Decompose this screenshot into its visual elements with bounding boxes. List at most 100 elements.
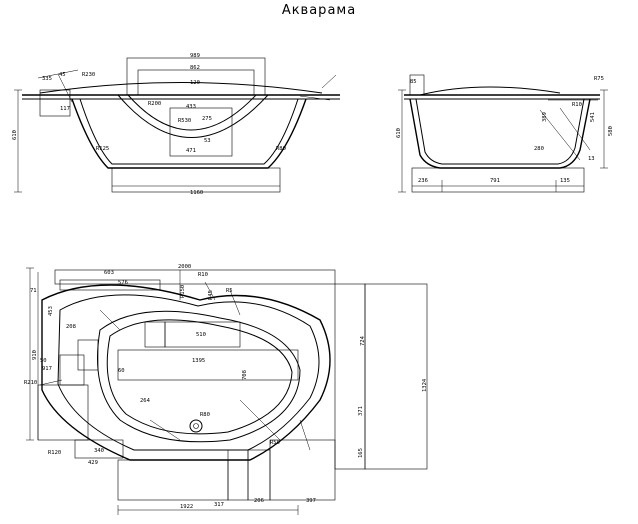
front-bath-inner xyxy=(79,98,299,165)
top-label-1922: 1922 xyxy=(180,504,193,510)
top-frame-right1 xyxy=(334,283,366,470)
side-base-box xyxy=(411,167,585,193)
top-label-453: 453 xyxy=(48,306,54,316)
top-frame-total xyxy=(54,269,336,285)
top-label-60: 60 xyxy=(118,368,125,374)
side-bath-inner xyxy=(415,98,585,165)
front-label-r230: R230 xyxy=(82,72,95,78)
front-label-45: 45 xyxy=(59,72,66,78)
side-label-280: 280 xyxy=(534,146,544,152)
top-box-397 xyxy=(269,439,336,501)
top-box-1922 xyxy=(117,459,229,501)
front-left-box xyxy=(39,89,71,117)
top-label-510: 510 xyxy=(196,332,206,338)
top-label-576: 576 xyxy=(118,280,128,286)
front-label-117: 117 xyxy=(60,106,70,112)
side-bath-body xyxy=(409,98,591,169)
side-top-curve xyxy=(419,86,561,96)
side-right-dim xyxy=(600,89,608,169)
front-top-curve xyxy=(39,82,323,94)
top-label-708: 708 xyxy=(242,370,248,380)
front-box-bowl xyxy=(169,107,233,157)
side-label-236: 236 xyxy=(418,178,428,184)
top-label-397: 397 xyxy=(306,498,316,504)
top-label-r50: R50 xyxy=(270,440,280,446)
top-view: 2000 603 576 R10 R5 R150 R45 208 453 910… xyxy=(24,264,428,515)
front-label-r80: R80 xyxy=(276,146,286,152)
front-right-leaders xyxy=(299,74,337,101)
side-label-389: 389 xyxy=(542,112,548,122)
side-label-85: 85 xyxy=(410,79,417,85)
front-label-610: 610 xyxy=(12,130,18,140)
top-leaders xyxy=(39,270,311,451)
top-left-dim xyxy=(26,267,34,441)
front-box-mid xyxy=(137,69,255,96)
side-view: 85 R75 610 580 389 541 236 791 135 13 28… xyxy=(396,74,614,193)
top-box-317 xyxy=(227,449,249,501)
top-box-206 xyxy=(247,449,271,501)
front-label-1160: 1160 xyxy=(190,190,203,196)
top-label-340: 340 xyxy=(94,448,104,454)
top-bottom-dim xyxy=(117,505,299,515)
top-label-r80: R80 xyxy=(200,412,210,418)
front-box-top xyxy=(126,57,266,96)
front-label-989: 989 xyxy=(190,53,200,59)
front-height-dim xyxy=(14,89,22,193)
front-label-r530: R530 xyxy=(178,118,191,124)
front-base-box xyxy=(111,167,281,193)
top-frame-right2 xyxy=(364,283,428,470)
top-label-165: 165 xyxy=(358,448,364,458)
top-label-r210: R210 xyxy=(24,380,37,386)
top-frame-603 xyxy=(59,279,161,291)
drain-icon xyxy=(189,419,203,433)
side-label-13: 13 xyxy=(588,156,595,162)
top-label-917: 917 xyxy=(42,366,52,372)
front-left-leaders xyxy=(37,69,79,103)
top-label-2000: 2000 xyxy=(178,264,191,270)
top-label-208: 208 xyxy=(66,324,76,330)
top-label-264: 264 xyxy=(140,398,151,404)
front-bowl-inner xyxy=(127,94,257,131)
top-box-1395 xyxy=(117,349,299,381)
top-label-724: 724 xyxy=(360,335,366,346)
top-box-510 xyxy=(164,321,241,348)
front-label-r125: R125 xyxy=(96,146,109,152)
top-box-429 xyxy=(74,439,124,459)
side-top-box xyxy=(409,74,425,96)
side-height-dim xyxy=(398,89,406,193)
top-label-603: 603 xyxy=(104,270,114,276)
side-leaders xyxy=(539,99,598,161)
top-label-371: 371 xyxy=(358,406,364,416)
front-label-335: 335 xyxy=(42,76,52,82)
top-rim xyxy=(57,294,320,451)
side-base-dims xyxy=(412,180,584,192)
top-basin-outer xyxy=(97,310,301,443)
top-label-1395: 1395 xyxy=(192,358,205,364)
side-label-135: 135 xyxy=(560,178,570,184)
top-label-50: 50 xyxy=(40,358,47,364)
front-label-275: 275 xyxy=(202,116,212,122)
front-label-433: 433 xyxy=(186,104,196,110)
drawing-title: Акварама xyxy=(281,3,357,18)
top-label-1324: 1324 xyxy=(422,378,428,392)
front-label-r200: R200 xyxy=(148,101,161,107)
front-view: 989 862 433 471 1160 610 335 45 117 R230… xyxy=(12,53,340,196)
front-bowl-outer xyxy=(117,94,269,138)
drain-center-icon xyxy=(193,423,199,429)
side-label-541: 541 xyxy=(590,112,596,122)
top-basin-inner xyxy=(106,319,293,435)
side-label-r10: R10 xyxy=(572,102,582,108)
front-label-120: 120 xyxy=(190,80,200,86)
top-label-r120: R120 xyxy=(48,450,61,456)
top-label-r5: R5 xyxy=(226,288,233,294)
top-box-a xyxy=(144,321,166,348)
top-label-r10: R10 xyxy=(198,272,208,278)
side-label-610: 610 xyxy=(396,128,402,138)
front-label-471: 471 xyxy=(186,148,196,154)
side-label-r75: R75 xyxy=(594,76,604,82)
side-label-580: 580 xyxy=(608,126,614,136)
side-label-791: 791 xyxy=(490,178,500,184)
front-label-53: 53 xyxy=(204,138,211,144)
top-label-429: 429 xyxy=(88,460,98,466)
